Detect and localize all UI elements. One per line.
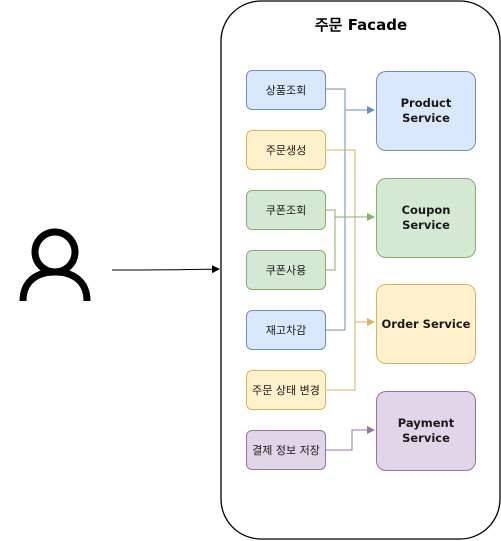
service-payment[interactable]: Payment Service	[376, 391, 476, 471]
action-coupon-lookup[interactable]: 쿠폰조회	[246, 190, 326, 230]
service-order[interactable]: Order Service	[376, 284, 476, 364]
connector-order-create	[326, 149, 375, 326]
service-product[interactable]: Product Service	[376, 71, 476, 151]
actor-to-facade-arrow	[111, 265, 220, 274]
action-product-lookup[interactable]: 상품조회	[246, 70, 326, 110]
connector-stock-deduct	[326, 110, 346, 331]
service-coupon[interactable]: Coupon Service	[376, 178, 476, 258]
connector-payment-save	[326, 426, 375, 451]
user-icon	[19, 228, 91, 302]
action-order-create[interactable]: 주문생성	[246, 130, 326, 170]
connector-product-lookup	[326, 88, 375, 114]
connector-coupon-use	[326, 210, 336, 271]
connector-order-status	[326, 322, 356, 391]
action-order-status-change[interactable]: 주문 상태 변경	[246, 370, 326, 410]
facade-title: 주문 Facade	[314, 16, 408, 34]
action-coupon-use[interactable]: 쿠폰사용	[246, 250, 326, 290]
action-stock-deduct[interactable]: 재고차감	[246, 310, 326, 350]
action-payment-save[interactable]: 결제 정보 저장	[246, 430, 326, 470]
